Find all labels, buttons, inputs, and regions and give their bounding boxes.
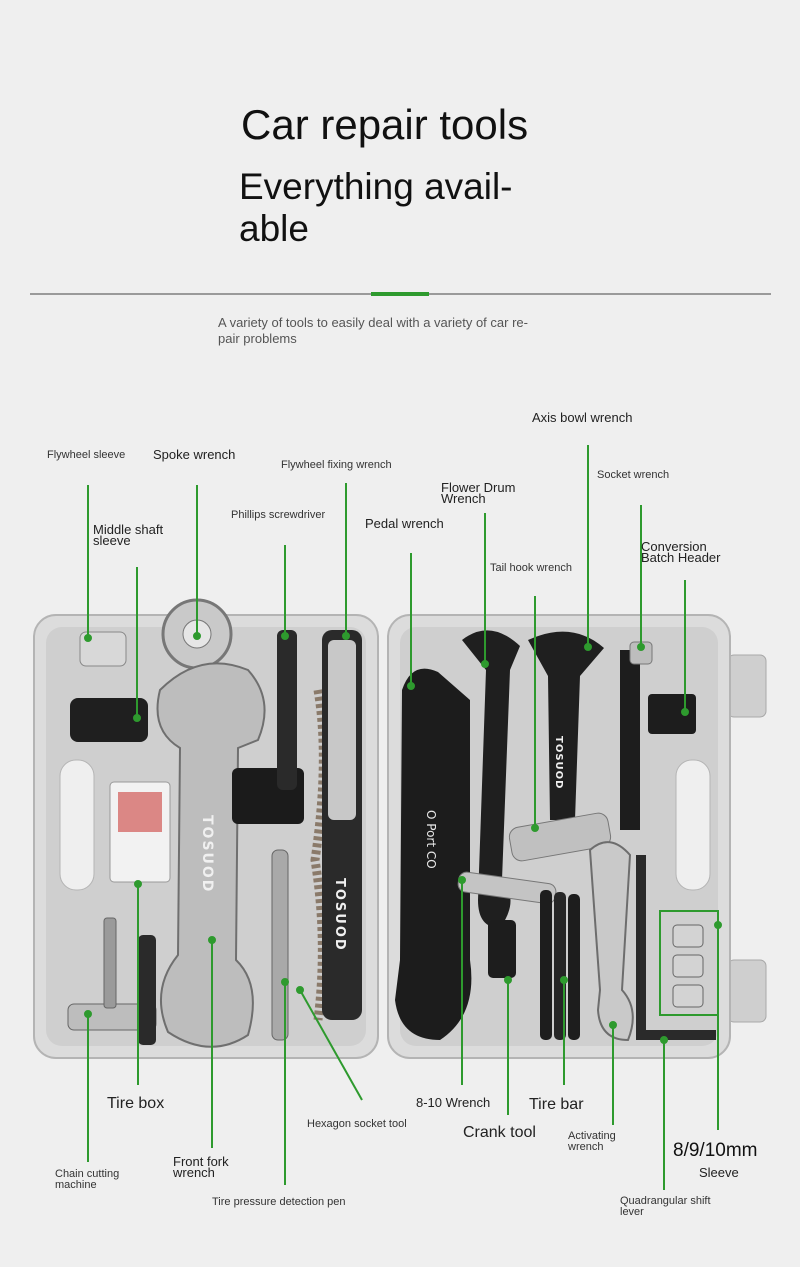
label-sleeve: Sleeve — [699, 1165, 739, 1180]
conversion-batch-header-shape — [648, 694, 696, 734]
label-flower-drum-wrench: Flower Drum Wrench — [441, 480, 516, 506]
divider-accent — [371, 292, 429, 296]
description-line-1: A variety of tools to easily deal with a… — [218, 315, 528, 330]
flower-drum-wrench-shape — [462, 630, 520, 928]
middle-shaft-line-1: Middle shaft — [93, 522, 164, 537]
crank-tool-shape — [488, 920, 516, 978]
label-tire-pressure-pen: Tire pressure detection pen — [212, 1196, 346, 1208]
page-subtitle: Everything avail- able — [239, 166, 559, 250]
case-handle-left — [59, 759, 95, 891]
description-line-2: pair problems — [218, 331, 297, 346]
label-conversion-batch-header: Conversion Batch Header — [641, 539, 721, 565]
label-activating-wrench: Activating wrench — [568, 1131, 616, 1153]
front-fork-line-1: Front fork — [173, 1154, 229, 1169]
label-middle-shaft-sleeve: Middle shaft sleeve — [93, 522, 164, 548]
front-fork-line-2: wrench — [173, 1165, 215, 1180]
label-chain-cutting-machine: Chain cutting machine — [55, 1169, 119, 1191]
sleeve-9mm-shape — [672, 954, 704, 978]
chain-cutting-line-1: Chain cutting — [55, 1168, 120, 1180]
label-tail-hook-wrench: Tail hook wrench — [490, 562, 572, 574]
page-title: Car repair tools — [241, 101, 529, 148]
pedal-wrench-shape — [395, 668, 472, 1040]
label-hexagon-socket-tool: Hexagon socket tool — [307, 1118, 407, 1130]
callout-lines — [84, 445, 722, 1190]
subtitle-line-1: Everything avail- — [239, 166, 513, 207]
middle-shaft-line-2: sleeve — [93, 533, 131, 548]
case-latch-bottom — [727, 959, 767, 1023]
activating-wrench-shape — [588, 841, 634, 1042]
label-spoke-wrench: Spoke wrench — [153, 447, 236, 462]
flower-drum-line-2: Wrench — [441, 491, 486, 506]
socket-wrench-shape — [620, 650, 640, 830]
label-flywheel-fixing-wrench: Flywheel fixing wrench — [281, 459, 392, 471]
label-axis-bowl-wrench: Axis bowl wrench — [532, 410, 633, 425]
flower-drum-line-1: Flower Drum — [441, 480, 516, 495]
phillips-screwdriver-shape — [277, 630, 297, 790]
quadrangular-shift-lever-shape — [636, 855, 716, 1040]
tire-bar-shape-1 — [540, 890, 552, 1040]
chain-cutting-line-2: machine — [55, 1179, 97, 1191]
conversion-line-1: Conversion — [641, 539, 707, 554]
brand-text-chain-wrench: TOSUOD — [332, 878, 347, 952]
sleeve-8mm-shape — [672, 924, 704, 948]
label-socket-wrench: Socket wrench — [597, 469, 670, 481]
label-pedal-wrench: Pedal wrench — [365, 516, 444, 531]
large-wrench-shape — [156, 662, 266, 1048]
label-flywheel-sleeve: Flywheel sleeve — [47, 449, 126, 461]
brand-text-right: TOSUOD — [553, 736, 564, 789]
label-tire-bar: Tire bar — [529, 1096, 584, 1113]
flywheel-sleeve-shape — [79, 631, 127, 667]
case-handle-right — [675, 759, 711, 891]
case-latch-top — [727, 654, 767, 718]
label-8-10-wrench: 8-10 Wrench — [416, 1095, 491, 1110]
label-crank-tool: Crank tool — [463, 1124, 536, 1141]
label-quadrangular-shift-lever: Quadrangular shift lever — [620, 1196, 711, 1218]
description: A variety of tools to easily deal with a… — [218, 315, 578, 347]
label-tire-box: Tire box — [107, 1095, 165, 1112]
activating-line-2: wrench — [568, 1141, 604, 1153]
front-fork-wrench-shape — [138, 935, 156, 1045]
quadrangular-line-2: lever — [620, 1206, 644, 1218]
label-front-fork-wrench: Front fork wrench — [173, 1154, 229, 1180]
activating-line-1: Activating — [568, 1130, 616, 1142]
axis-bowl-wrench-shape — [528, 631, 604, 820]
brand-text-left: TOSUOD — [199, 815, 215, 893]
quadrangular-line-1: Quadrangular shift — [620, 1195, 711, 1207]
label-phillips-screwdriver: Phillips screwdriver — [231, 509, 326, 521]
sleeve-10mm-shape — [672, 984, 704, 1008]
tire-bar-shape-3 — [568, 894, 580, 1040]
conversion-line-2: Batch Header — [641, 550, 721, 565]
wrench-marking: O Port CO — [424, 810, 438, 869]
label-size-8-9-10mm: 8/9/10mm — [673, 1140, 758, 1161]
middle-shaft-sleeve-shape — [70, 698, 148, 742]
subtitle-line-2: able — [239, 208, 309, 249]
